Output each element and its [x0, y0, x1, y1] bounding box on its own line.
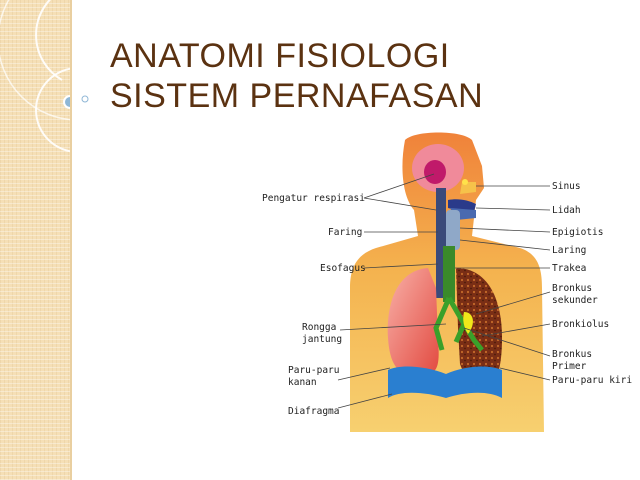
label-paru-paru-kiri: Paru-paru kiri [552, 375, 632, 386]
label-lidah: Lidah [552, 205, 581, 216]
label-bronkiolus: Bronkiolus [552, 319, 609, 330]
larynx [446, 210, 460, 250]
respiratory-center [424, 160, 446, 184]
ornament-arc-mid [35, 67, 70, 153]
label-primer: Primer [552, 361, 587, 372]
trachea [443, 246, 455, 302]
title-line-2: SISTEM PERNAFASAN [110, 77, 484, 115]
ornament-circle [63, 95, 70, 109]
label-jantung: jantung [302, 334, 342, 345]
title-line-1: ANATOMI FISIOLOGI [110, 37, 450, 75]
pharynx-esophagus [436, 188, 446, 298]
leader-lines [337, 173, 551, 409]
label-bronkus-primer-1: Bronkus [552, 349, 592, 360]
label-paru-paru: Paru-paru [288, 365, 339, 376]
slide-title: ANATOMI FISIOLOGI SISTEM PERNAFASAN [110, 36, 483, 116]
label-sinus: Sinus [552, 181, 581, 192]
label-esofagus: Esofagus [320, 263, 366, 274]
diaphragm [388, 366, 502, 398]
label-pengatur-respirasi: Pengatur respirasi [262, 193, 365, 204]
label-faring: Faring [328, 227, 362, 238]
right-lung [387, 268, 439, 376]
label-trakea: Trakea [552, 263, 586, 274]
ornament-arc-outer [0, 0, 70, 121]
sidebar-ornament [0, 0, 70, 153]
sidebar-divider [70, 0, 72, 480]
left-lung [456, 268, 502, 387]
ornament-arc-top [35, 0, 63, 81]
label-diafragma: Diafragma [288, 406, 339, 417]
decorative-sidebar [0, 0, 70, 480]
label-rongga: Rongga [302, 322, 336, 333]
label-laring: Laring [552, 245, 586, 256]
label-epigiotis: Epigiotis [552, 227, 603, 238]
label-sekunder: sekunder [552, 295, 598, 306]
respiratory-system-diagram: Pengatur respirasi Faring Esofagus Rongg… [262, 132, 632, 432]
label-kanan: kanan [288, 377, 317, 388]
label-bronkus: Bronkus [552, 283, 592, 294]
ornament-small-circle [81, 95, 89, 103]
sinus-area [460, 182, 476, 194]
